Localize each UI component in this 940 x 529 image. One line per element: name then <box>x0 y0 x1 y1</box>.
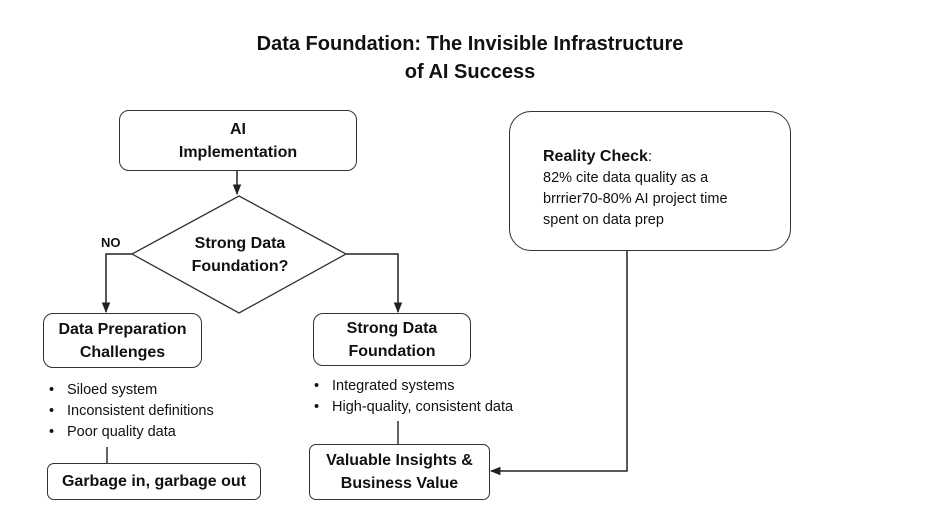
challenges-line-2: Challenges <box>79 343 166 361</box>
reality-check-heading: Reality Check <box>543 148 648 165</box>
strong-data-foundation-box: Strong Data Foundation <box>313 313 471 366</box>
reality-check-line: spent on data prep <box>543 212 664 228</box>
reality-check-text: Reality Check: 82% cite data quality as … <box>543 146 783 231</box>
arrow-yes-branch <box>346 253 403 314</box>
foundation-line-1: Strong Data <box>346 319 438 337</box>
foundation-line-2: Foundation <box>348 342 436 360</box>
arrow-reality-to-insights <box>489 251 628 476</box>
garbage-in-garbage-out-box: Garbage in, garbage out <box>47 463 261 500</box>
reality-check-colon: : <box>647 149 652 165</box>
challenge-bullet: Siloed system <box>47 380 214 401</box>
decision-text: Strong Data Foundation? <box>150 232 330 278</box>
challenge-bullet: Poor quality data <box>47 422 214 443</box>
challenge-bullet: Inconsistent definitions <box>47 401 214 422</box>
ai-implementation-line-1: AI <box>230 120 246 138</box>
insights-line-2: Business Value <box>340 475 459 492</box>
arrow-no-branch <box>101 253 132 314</box>
foundation-bullet: Integrated systems <box>312 376 513 397</box>
insights-line-1: Valuable Insights & <box>326 452 473 469</box>
data-preparation-challenges-box: Data Preparation Challenges <box>43 313 202 368</box>
decision-diamond <box>130 195 348 314</box>
title-line-1: Data Foundation: The Invisible Infrastru… <box>256 33 684 55</box>
foundation-bullet: High-quality, consistent data <box>312 397 513 418</box>
decision-line-1: Strong Data <box>194 235 286 252</box>
challenges-line-1: Data Preparation <box>58 320 187 338</box>
ai-implementation-line-2: Implementation <box>178 143 298 161</box>
ai-implementation-box: AI Implementation <box>119 110 357 171</box>
foundation-bullet-list: Integrated systems High-quality, consist… <box>312 376 513 418</box>
diagram-title: Data Foundation: The Invisible Infrastru… <box>0 30 940 86</box>
decision-line-2: Foundation? <box>191 258 289 275</box>
challenge-bullet-list: Siloed system Inconsistent definitions P… <box>47 380 214 443</box>
reality-check-box: Reality Check: 82% cite data quality as … <box>509 111 791 251</box>
no-branch-label: NO <box>101 235 121 250</box>
title-line-2: of AI Success <box>404 61 536 83</box>
valuable-insights-box: Valuable Insights & Business Value <box>309 444 490 500</box>
reality-check-line: 82% cite data quality as a <box>543 170 709 186</box>
reality-check-line: brrrier70-80% AI project time <box>543 191 728 207</box>
garbage-label: Garbage in, garbage out <box>61 473 247 490</box>
